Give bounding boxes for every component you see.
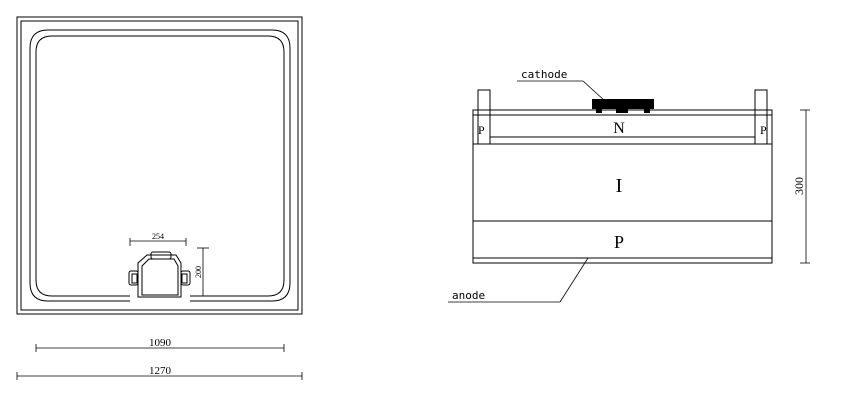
anode-label: anode <box>452 289 485 302</box>
chip-outer-frame <box>16 16 303 315</box>
active-area-outer-contour <box>29 29 291 302</box>
active-area-inner-contour <box>35 35 285 297</box>
cathode-metal <box>592 99 654 109</box>
chip-outer-frame-inner-edge <box>20 20 299 311</box>
chip-top-view: 254 200 1090 1270 <box>16 16 303 380</box>
dim-thickness-label: 300 <box>792 177 806 195</box>
anode-leader: anode <box>448 257 589 303</box>
p-ring-right <box>754 89 768 145</box>
region-p-label: P <box>614 232 624 252</box>
side-p-left-label: P <box>478 123 485 137</box>
dimension-thickness: 300 <box>792 109 810 264</box>
region-i-label: I <box>616 175 623 197</box>
dimension-outer-width: 1270 <box>16 365 303 380</box>
dimension-pad-height: 200 <box>194 247 209 296</box>
dim-pad-height-label: 200 <box>194 266 203 278</box>
dim-outer-width-label: 1270 <box>149 365 172 377</box>
side-p-right-label: P <box>760 123 767 137</box>
region-n-label: N <box>613 120 625 137</box>
cathode-leader: cathode <box>517 68 606 102</box>
cathode-label: cathode <box>521 68 567 81</box>
dimension-pad-width: 254 <box>129 232 187 246</box>
cathode-pad-top <box>128 251 191 298</box>
dim-pad-width-label: 254 <box>152 232 164 241</box>
p-ring-left <box>477 89 491 145</box>
dimension-inner-width: 1090 <box>35 337 285 352</box>
dim-inner-width-label: 1090 <box>149 337 172 349</box>
pin-cross-section: N I P P P cathode anode 300 <box>448 68 810 303</box>
